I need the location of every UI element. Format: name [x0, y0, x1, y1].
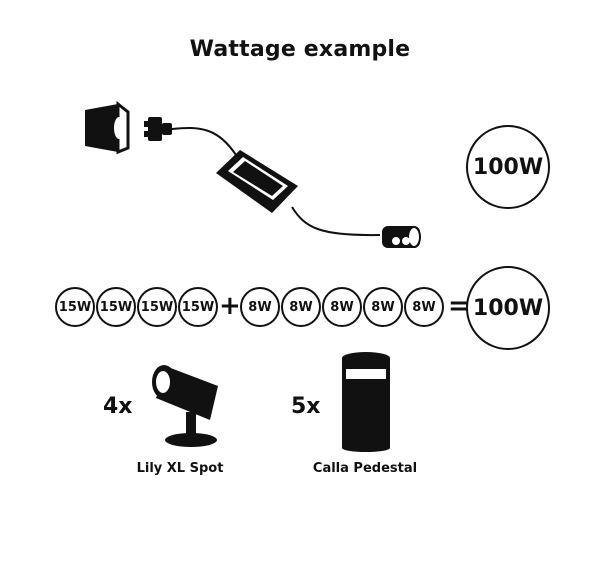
pedestal-wattage-badge: 8W: [363, 287, 403, 327]
calla-pedestal-icon: [342, 352, 390, 452]
power-cable: [171, 126, 237, 156]
spot-wattage-badge: 15W: [55, 287, 95, 327]
total-wattage-badge: 100W: [466, 266, 550, 350]
page-title: Wattage example: [189, 37, 411, 62]
spot-count: 4x: [103, 394, 133, 419]
pedestal-wattage-badge: 8W: [240, 287, 280, 327]
connector-hub-icon: [382, 226, 421, 248]
spot-wattage-badge: 15W: [178, 287, 218, 327]
power-rating-badge: 100W: [466, 125, 550, 209]
spot-wattage-badge: 15W: [137, 287, 177, 327]
low-voltage-cable: [291, 206, 381, 237]
equals-sign: =: [448, 291, 470, 321]
pedestal-wattage-badge: 8W: [281, 287, 321, 327]
pedestal-name: Calla Pedestal: [312, 461, 418, 476]
spot-wattage-badge: 15W: [96, 287, 136, 327]
wall-socket-icon: [85, 100, 130, 155]
spot-name: Lily XL Spot: [136, 461, 224, 476]
pedestal-count: 5x: [291, 394, 321, 419]
transformer-icon: [216, 150, 298, 213]
plus-sign: +: [219, 291, 241, 321]
pedestal-wattage-badge: 8W: [404, 287, 444, 327]
lily-xl-spot-icon: [152, 365, 218, 447]
pedestal-wattage-badge: 8W: [322, 287, 362, 327]
plug-icon: [144, 117, 172, 141]
